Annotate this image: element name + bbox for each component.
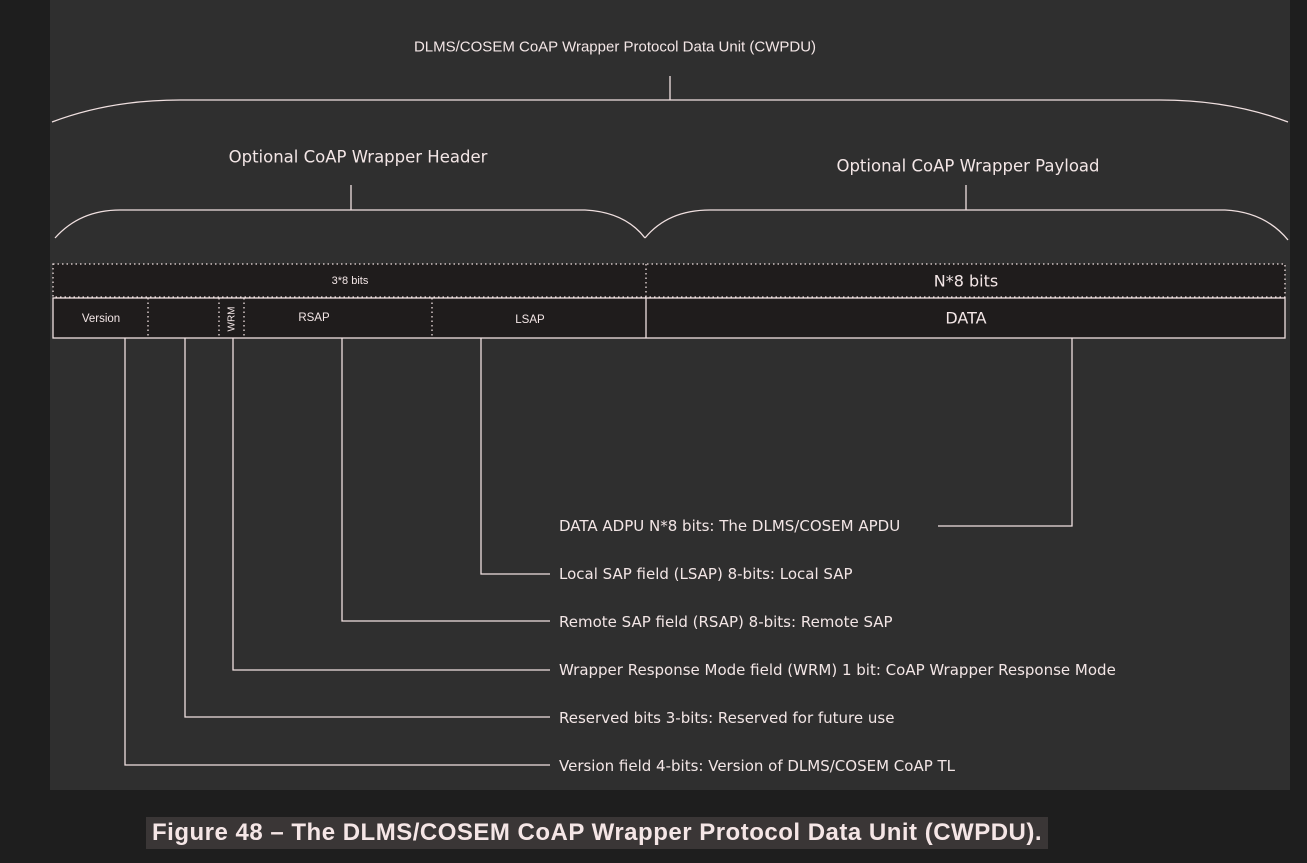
header-brace: [54, 185, 646, 239]
fields-row: [52, 297, 1286, 339]
desc-version: Version field 4-bits: Version of DLMS/CO…: [559, 757, 956, 775]
field-wrm: WRM: [226, 306, 238, 332]
leader-version: [124, 338, 550, 766]
desc-reserved: Reserved bits 3-bits: Reserved for futur…: [559, 709, 895, 727]
field-version: Version: [81, 313, 121, 325]
leader-data: [938, 338, 1073, 527]
desc-wrm: Wrapper Response Mode field (WRM) 1 bit:…: [559, 661, 1116, 679]
leader-wrm: [232, 338, 550, 671]
field-rsap: RSAP: [298, 312, 330, 324]
payload-brace: [644, 185, 1289, 241]
field-data: DATA: [945, 308, 987, 328]
diagram-panel: [50, 0, 1290, 790]
payload-label: Optional CoAP Wrapper Payload: [836, 156, 1100, 176]
figure-caption: Figure 48 – The DLMS/COSEM CoAP Wrapper …: [146, 817, 1049, 849]
header-bits: 3*8 bits: [331, 275, 369, 287]
cwpdu-brace: [51, 76, 1289, 123]
bits-row: [52, 263, 1286, 298]
header-label: Optional CoAP Wrapper Header: [228, 147, 488, 167]
diagram-title: DLMS/COSEM CoAP Wrapper Protocol Data Un…: [413, 38, 817, 56]
field-lsap: LSAP: [515, 314, 545, 326]
leader-lsap: [480, 338, 550, 575]
desc-lsap: Local SAP field (LSAP) 8-bits: Local SAP: [559, 565, 853, 583]
leader-rsap: [341, 338, 550, 622]
desc-rsap: Remote SAP field (RSAP) 8-bits: Remote S…: [559, 613, 893, 631]
desc-data: DATA ADPU N*8 bits: The DLMS/COSEM APDU: [559, 517, 901, 535]
payload-bits: N*8 bits: [933, 271, 999, 291]
leader-reserved: [184, 338, 550, 718]
